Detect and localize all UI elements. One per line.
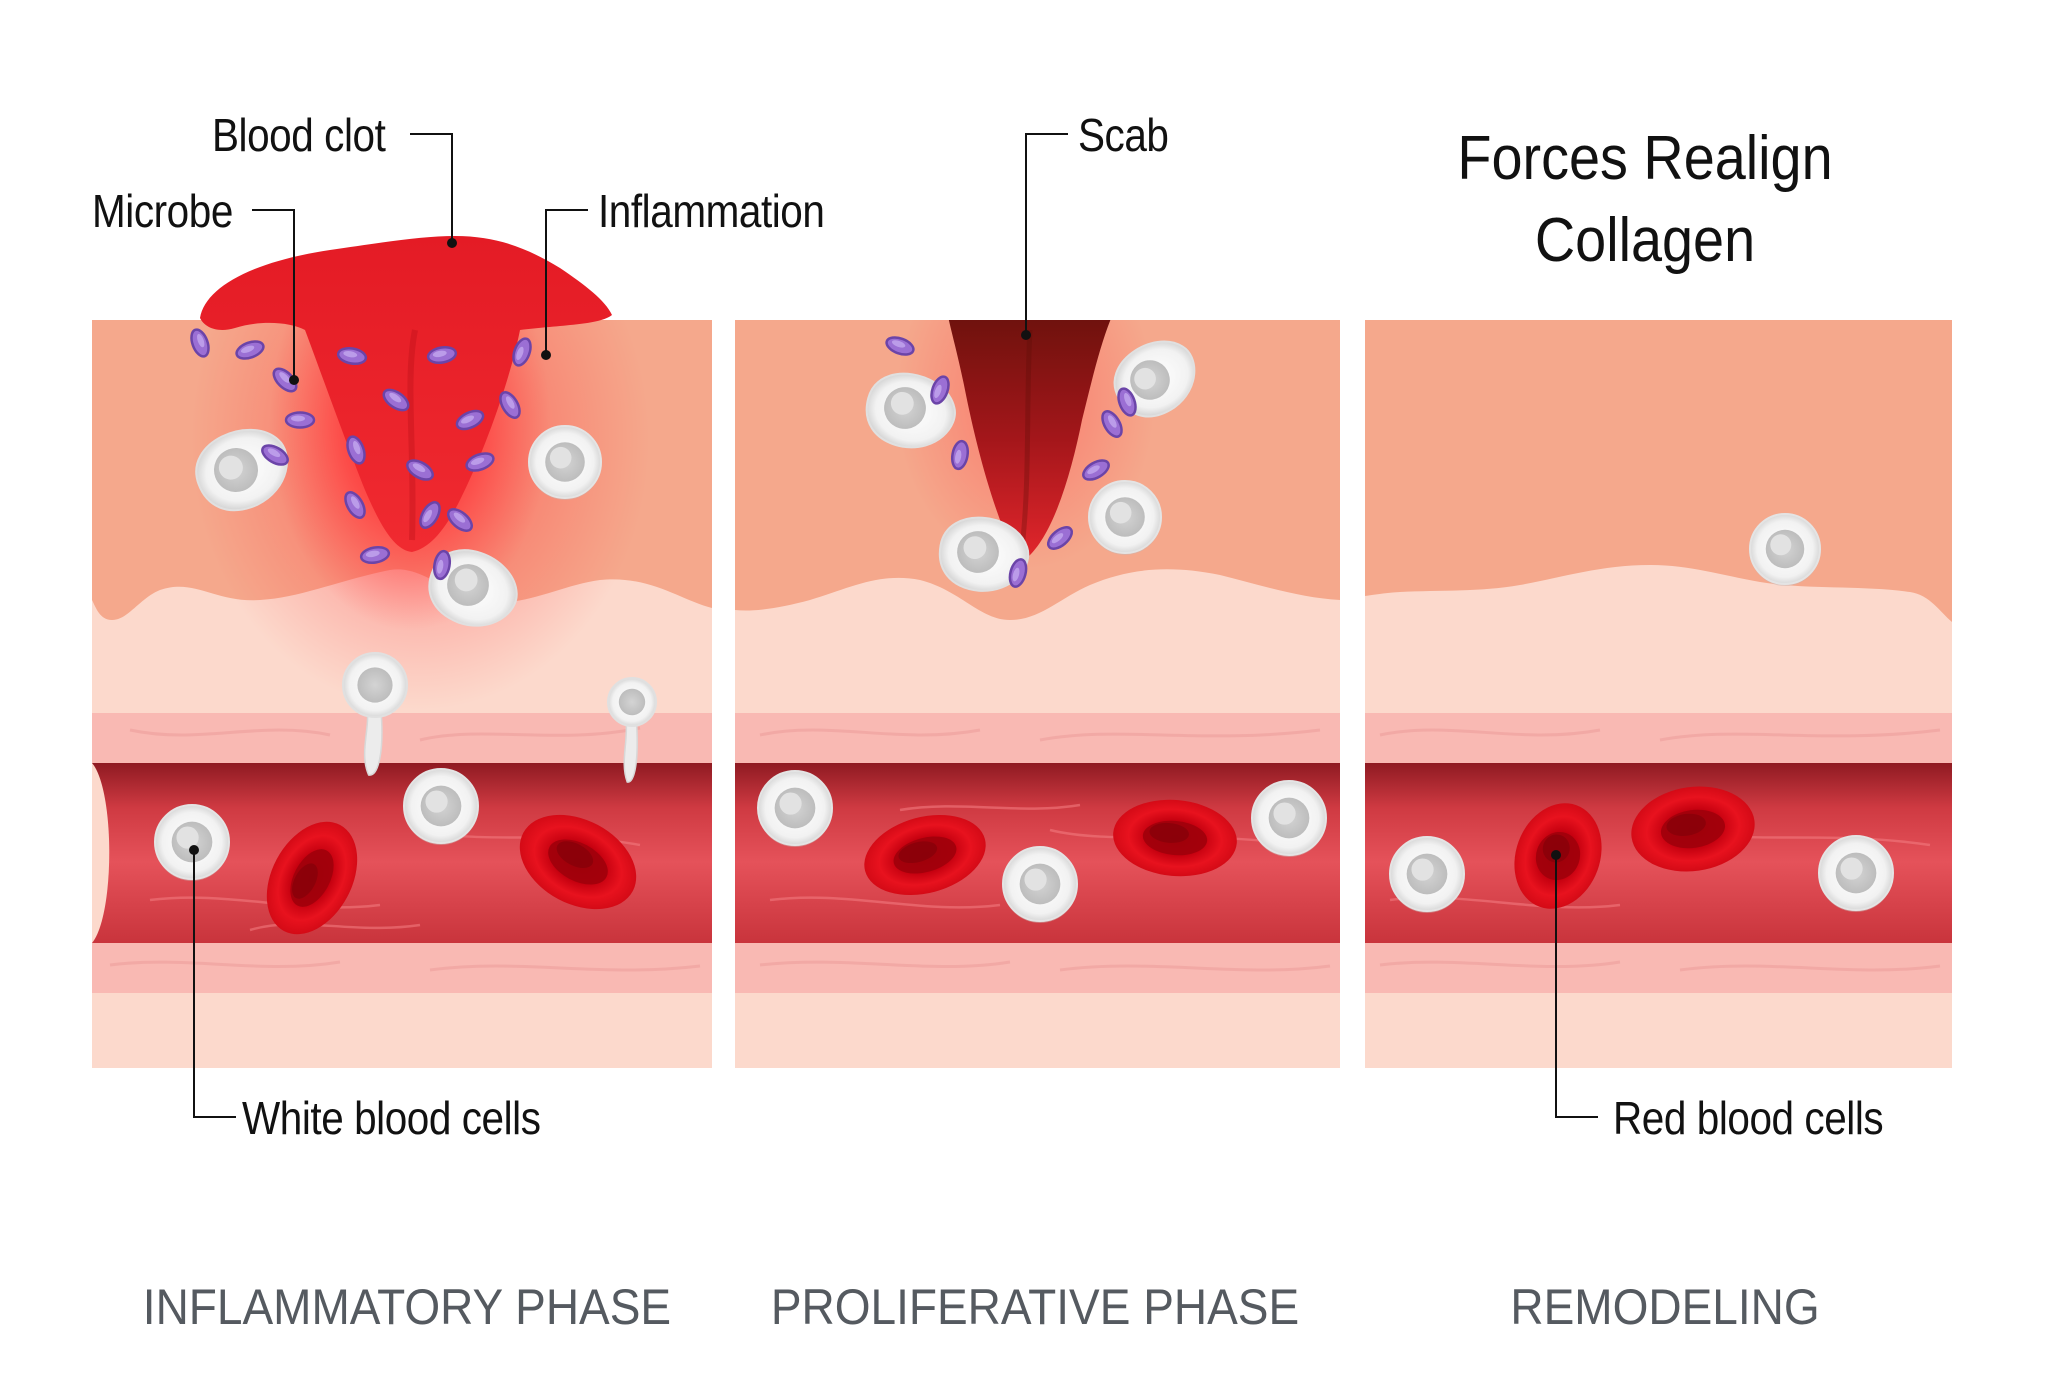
white-blood-cells-label: White blood cells: [242, 1092, 541, 1144]
blood-clot: [200, 236, 612, 552]
blood-clot-leader: [410, 133, 453, 243]
panel-remodeling: [1365, 320, 1952, 1068]
microbe: [1008, 558, 1028, 588]
red-blood-cells-label: Red blood cells: [1613, 1092, 1884, 1144]
red-blood-cells-leader: [1555, 855, 1598, 1118]
microbe: [284, 411, 316, 429]
phase-label-remodeling: REMODELING: [1510, 1279, 1820, 1335]
vessel-opening: [92, 763, 110, 943]
white-blood-cell: [1251, 780, 1327, 857]
microbe: [1082, 459, 1110, 481]
white-blood-cell: [1088, 480, 1162, 555]
microbe: [1046, 526, 1074, 550]
microbe: [346, 435, 366, 465]
microbe: [261, 444, 289, 466]
title-line-1: Forces Realign: [1457, 124, 1833, 193]
scab-leader: [1025, 133, 1068, 335]
microbe: [382, 388, 410, 412]
red-blood-cell: [266, 821, 358, 935]
inflammation-label: Inflammation: [598, 185, 825, 237]
white-blood-cell: [757, 770, 833, 847]
panel-proliferative: [735, 320, 1340, 1068]
inflammation-leader: [545, 209, 588, 355]
vessel-wall-top: [92, 713, 712, 763]
microbe: [190, 328, 210, 358]
vessel-wall-bottom: [1365, 943, 1952, 993]
blood-clot-label: Blood clot: [212, 109, 386, 161]
microbe: [885, 336, 915, 356]
microbe: [419, 501, 441, 529]
white-blood-cell: [938, 516, 1030, 592]
microbe: [344, 491, 366, 519]
microbe: [1101, 410, 1123, 438]
microbe: [455, 409, 485, 431]
microbe: [359, 545, 391, 565]
phase-label-proliferative: PROLIFERATIVE PHASE: [770, 1279, 1300, 1335]
white-blood-cell: [1389, 836, 1465, 913]
microbe-label: Microbe: [92, 185, 233, 237]
microbe: [432, 549, 452, 581]
microbe: [272, 367, 298, 393]
vessel-wall-bottom: [92, 943, 712, 993]
microbe: [406, 459, 434, 481]
microbe: [446, 508, 474, 532]
page-title: Forces Realign Collagen: [1375, 118, 1915, 282]
red-blood-cell: [864, 814, 986, 896]
white-blood-cells-leader: [193, 850, 236, 1118]
vessel-wall-bottom: [735, 943, 1340, 993]
red-blood-cell: [519, 814, 637, 910]
microbe: [950, 439, 970, 471]
phase-label-inflammatory: INFLAMMATORY PHASE: [142, 1279, 672, 1335]
white-blood-cell: [528, 425, 602, 500]
microbe: [499, 391, 521, 419]
red-blood-cell: [1631, 786, 1755, 872]
white-blood-cell: [428, 549, 518, 627]
title-line-2: Collagen: [1534, 205, 1756, 275]
vessel-wall-top: [735, 713, 1340, 763]
microbe: [235, 340, 265, 360]
microbe: [1117, 387, 1137, 417]
red-blood-cell: [1113, 799, 1237, 877]
microbe-leader: [252, 209, 295, 380]
white-blood-cell: [1749, 513, 1821, 586]
microbe: [512, 337, 532, 367]
vessel-wall-top: [1365, 713, 1952, 763]
scab-label: Scab: [1078, 109, 1169, 161]
white-blood-cell: [1818, 835, 1894, 912]
microbe: [930, 375, 950, 405]
white-blood-cell: [1002, 846, 1078, 923]
white-blood-cell: [342, 652, 408, 776]
white-blood-cell: [607, 677, 657, 783]
scab: [948, 320, 1111, 560]
white-blood-cell: [154, 804, 230, 881]
white-blood-cell: [403, 768, 479, 845]
microbe: [426, 345, 458, 365]
microbe: [336, 346, 368, 366]
microbe: [465, 452, 495, 472]
leader-lines: [193, 133, 1598, 1118]
